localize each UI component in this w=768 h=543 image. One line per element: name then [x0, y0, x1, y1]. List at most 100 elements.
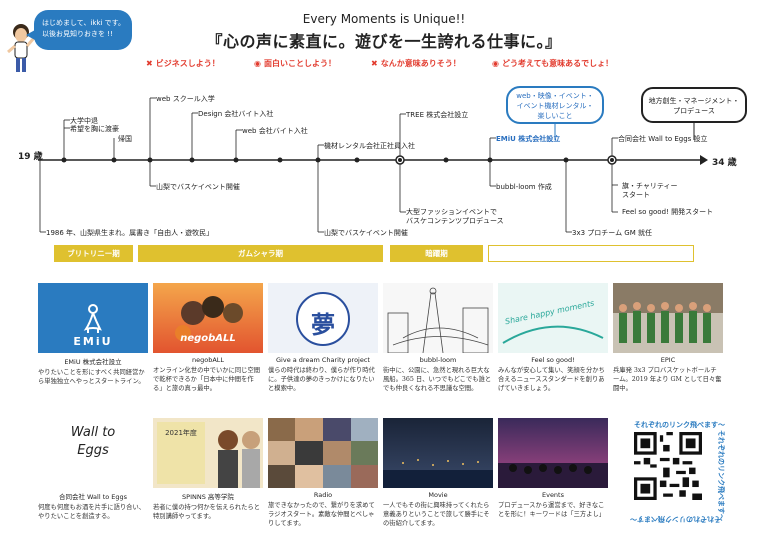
slogan-text: どう考えても意味あるでしょ！	[501, 59, 614, 68]
slogan: ✖ビジネスしよう！	[146, 58, 220, 69]
card-desc: 若者に僕の持つ何かを伝えられたらと特別講師やってます。	[153, 504, 261, 520]
card-desc: やりたいことを形にすべく共同経営から単独独立へやっとスタートライン。	[38, 369, 145, 385]
card-desc: みんなが安心して集い、笑顔を分かち合えるニューススタンダードを創りあげていきまし…	[498, 367, 605, 392]
card-desc: 旅できなかったので、繋がりを求めてラジオスタート。素敵な仲間とべしゃりしてます。	[268, 502, 375, 527]
slogan: ◉どう考えても意味あるでしょ！	[492, 58, 613, 69]
timeline-event: 1986 年、山梨県生まれ。属書き「自由人・遊牧民」	[46, 229, 214, 237]
cross-icon: ✖	[146, 59, 153, 68]
card-desc: 街中に、公園に、急然と現れる巨大な風船。365 日、いつでもどこでも誰とでも仲良…	[383, 367, 492, 392]
timeline-event: 機材レンタル会社正社員入社	[324, 142, 415, 150]
radio-collage-image	[268, 418, 378, 488]
project-card[interactable]: Wall to Eggs 合同会社 Wall to Eggs 何度も何度もお酒を…	[38, 418, 148, 521]
project-card[interactable]: EPIC 兵庫発 3x3 プロバスケットボールチーム。2019 年より GM と…	[613, 283, 723, 393]
greeting-line: はじめまして、ikki です。	[42, 19, 125, 27]
card-desc: オンライン化世の中でいかに同じ空間で乾杯できるか「日本中に仲間を作る」と旅の真っ…	[153, 367, 261, 392]
events-image	[498, 418, 608, 488]
card-desc: 何度も何度もお酒を片手に語り合い、やりたいことを創造する。	[38, 504, 146, 520]
qr-caption-bottom: それぞれのリンク飛べます～	[630, 515, 721, 523]
timeline-event: 旗・チャリティー	[622, 182, 678, 190]
timeline-event: web スクール入学	[156, 95, 215, 103]
timeline-event: 希望を胸に渡豪	[70, 125, 119, 133]
phase-band	[488, 245, 694, 262]
cross-icon: ✖	[371, 59, 378, 68]
project-card[interactable]: Movie 一人でもその街に興味持ってくれたら意義ありということで旅して勝手にそ…	[383, 418, 493, 528]
avatar-icon	[7, 24, 36, 72]
timeline-event: Design 会社バイト入社	[198, 110, 274, 118]
slogan-text: ビジネスしよう！	[155, 59, 220, 68]
project-card[interactable]: negobALL negobALL オンライン化世の中でいかに同じ空間で乾杯でき…	[153, 283, 263, 393]
card-title: 合同会社 Wall to Eggs	[58, 493, 128, 501]
card-desc: 僕らの時代は終わり、僕らが作り時代に。子供達の夢のきっかけになりたいと模索中。	[268, 367, 375, 392]
role-bubble: web・映像・イベント・ イベント機材レンタル・ 楽しいこと	[506, 86, 604, 124]
timeline-event: TREE 株式会社設立	[406, 111, 469, 119]
logo-text: 夢	[311, 310, 335, 339]
project-card[interactable]: 夢 Give a dream Charity project 僕らの時代は終わり…	[268, 283, 378, 393]
epic-team-image	[613, 283, 723, 353]
slogan-text: なんか意味ありそう！	[380, 59, 461, 68]
bubble-line: 楽しいこと	[537, 112, 573, 120]
timeline-event: 山梨でバスケイベント開催	[156, 183, 240, 191]
phase-band: ガムシャラ期	[138, 245, 383, 262]
qr-code-icon[interactable]	[634, 432, 702, 500]
logo-text: Wall to Eggs	[70, 425, 116, 458]
slogan-text: 面白いことしよう！	[263, 59, 336, 68]
slogan: ✖なんか意味ありそう！	[371, 58, 461, 69]
timeline-event: bubbl-loom 作成	[496, 183, 552, 191]
circle-icon: ◉	[254, 59, 261, 68]
qr-caption-side: それぞれのリンク飛べます～	[717, 430, 725, 521]
timeline-start-label: 19 歳	[18, 152, 43, 162]
bubble-line: プロデュース	[673, 107, 715, 115]
circle-icon: ◉	[492, 59, 499, 68]
wall-to-eggs-logo: Wall to Eggs	[38, 418, 148, 488]
page-title: 『心の声に素直に。遊びを一生誇れる仕事に。』	[206, 32, 562, 51]
card-desc: 兵庫発 3x3 プロバスケットボールチーム。2019 年より GM として日々奮…	[613, 367, 722, 392]
timeline-event: EMiU 株式会社設立	[496, 135, 561, 143]
phase-band: ブリトリニー期	[54, 245, 133, 262]
timeline-event: 合同会社 Wall to Eggs 設立	[618, 135, 708, 143]
movie-image	[383, 418, 493, 488]
card-title: Radio	[313, 491, 333, 499]
card-title: Events	[541, 491, 564, 499]
timeline-event: バスケコンテンツプロデュース	[406, 217, 504, 225]
project-card[interactable]: Radio 旅できなかったので、繋がりを求めてラジオスタート。素敵な仲間とべしゃ…	[268, 418, 378, 528]
bubble-line: イベント機材レンタル・	[516, 102, 594, 110]
project-card[interactable]: bubbl-loom 街中に、公園に、急然と現れる巨大な風船。365 日、いつで…	[383, 283, 493, 393]
project-card[interactable]: Share happy moments Feel so good! みんなが安心…	[498, 283, 608, 393]
role-bubble: 地方創生・マネージメント・ プロデュース	[641, 87, 747, 123]
bubble-line: 地方創生・マネージメント・	[648, 97, 740, 105]
card-title: EMiU 株式会社設立	[64, 358, 122, 366]
timeline-event: web 会社バイト入社	[242, 127, 308, 135]
timeline-event: 帰国	[118, 135, 132, 143]
timeline-event: 大学中退	[70, 117, 98, 125]
card-desc: プロデュースから運営まで、好きなことを形に！キーワードは「三方よし」	[498, 502, 606, 518]
emiu-logo: EMiU	[38, 283, 148, 353]
timeline	[38, 97, 708, 233]
timeline-event: 3x3 プロチーム GM 就任	[572, 229, 652, 237]
project-card[interactable]: 2021年度 SPINNS 高等学院 若者に僕の持つ何かを伝えられたらと特別講師…	[153, 418, 263, 521]
card-title: Feel so good!	[531, 356, 575, 364]
card-title: bubbl-loom	[419, 356, 457, 364]
feel-so-good-image: Share happy moments	[498, 283, 608, 353]
logo-text: EMiU	[73, 335, 113, 348]
phase-band: 暗躍期	[390, 245, 483, 262]
card-title: negobALL	[191, 356, 225, 364]
greeting-bubble: はじめまして、ikki です。 以後お見知りおきを !!	[26, 10, 132, 50]
logo-text: 2021年度	[165, 429, 197, 437]
spinns-image: 2021年度	[153, 418, 263, 488]
timeline-end-label: 34 歳	[712, 158, 737, 168]
logo-text: negobALL	[180, 333, 236, 344]
card-title: Movie	[428, 491, 448, 499]
qr-block[interactable]: それぞれのリンク飛べます～ それぞれのリンク飛べます～ それぞれのリンク飛べます…	[612, 418, 730, 536]
card-desc: 一人でもその街に興味持ってくれたら意義ありということで旅して勝手にその街紹介して…	[383, 502, 490, 527]
project-card[interactable]: Events プロデュースから運営まで、好きなことを形に！キーワードは「三方よし…	[498, 418, 608, 519]
bubbl-loom-image	[383, 283, 493, 353]
qr-caption-top: それぞれのリンク飛べます～	[634, 421, 725, 429]
bubble-line: web・映像・イベント・	[516, 92, 594, 100]
card-title: EPIC	[660, 356, 676, 364]
page-subtitle: Every Moments is Unique!!	[302, 12, 466, 26]
project-card[interactable]: EMiU EMiU 株式会社設立 やりたいことを形にすべく共同経営から単独独立へ…	[38, 283, 148, 386]
greeting-line: 以後お見知りおきを !!	[42, 30, 113, 38]
slogan: ◉面白いことしよう！	[254, 58, 336, 69]
negoball-image: negobALL	[153, 283, 263, 353]
timeline-event: 山梨でバスケイベント開催	[324, 229, 408, 237]
